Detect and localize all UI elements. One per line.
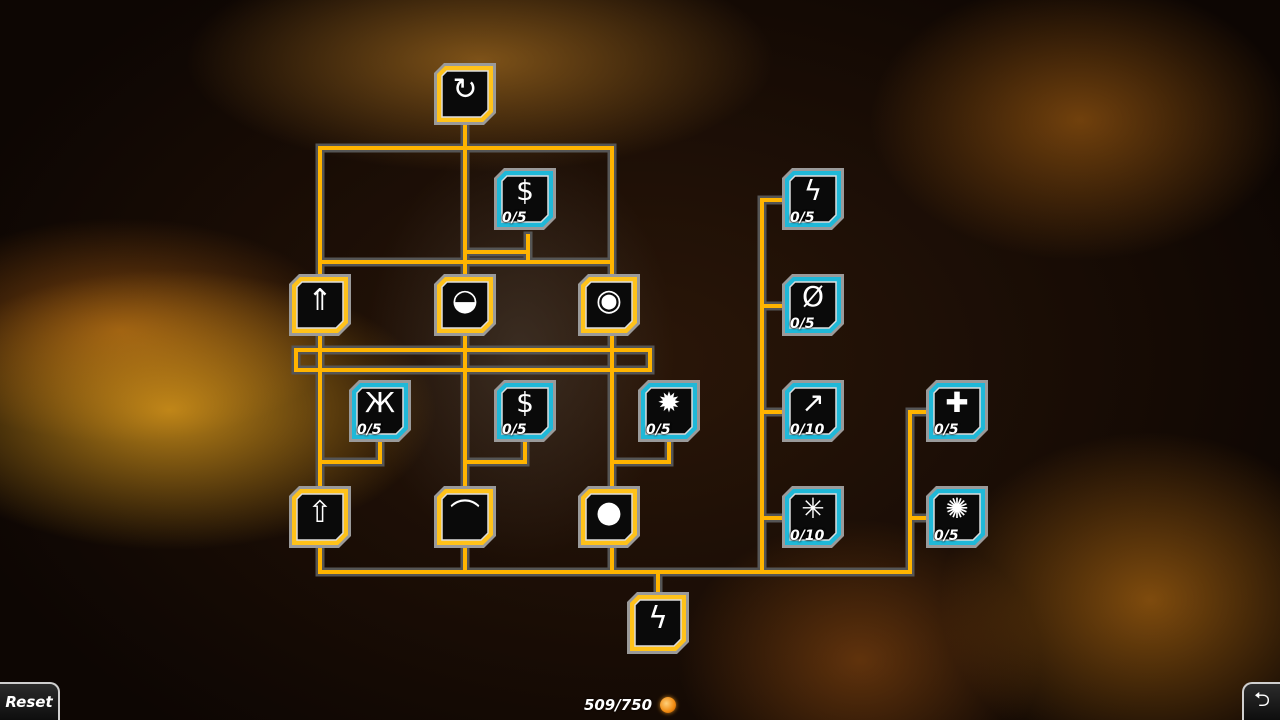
skill-node-economy-dish[interactable]: $0/5 (492, 166, 558, 232)
node-frame (289, 274, 351, 336)
node-frame (782, 486, 844, 548)
node-level-count: 0/5 (790, 210, 815, 226)
reset-button[interactable]: Reset (0, 682, 60, 720)
rotating-dish-icon: ↻ (452, 71, 478, 107)
return-arrow-icon: ⮌ (1253, 687, 1271, 711)
skill-node-lightning-circle[interactable]: Ø 0/5 (780, 272, 846, 338)
skill-node-lightning-timer[interactable]: ϟ 0/5 (780, 166, 846, 232)
bomb-dish-icon: ◉ (595, 282, 623, 318)
node-frame (578, 486, 640, 548)
claw-icon: Ж (364, 385, 396, 419)
node-level-count: 0/5 (790, 316, 815, 332)
shield-burst-icon: ✺ (945, 491, 969, 525)
node-frame (782, 168, 844, 230)
skill-node-bomb-dish[interactable]: ◉ (576, 272, 642, 338)
lightning-boost-icon: ↗ (801, 385, 825, 419)
node-frame (926, 380, 988, 442)
node-level-count: 0/5 (502, 422, 527, 438)
skill-node-shield-burst[interactable]: ✺ 0/5 (924, 484, 990, 550)
skill-node-lightning-burst[interactable]: ✳ 0/10 (780, 484, 846, 550)
skill-node-money-upgrade[interactable]: $0/5 (492, 378, 558, 444)
lightning-icon: ϟ (648, 600, 668, 636)
skill-node-rainbow-dish[interactable]: ◒ (432, 272, 498, 338)
node-frame (782, 274, 844, 336)
health-timer-icon: ✚ (945, 385, 969, 419)
node-level-count: 0/5 (646, 422, 671, 438)
lightning-circle-icon: Ø (801, 279, 825, 313)
rainbow-dish-icon: ◒ (451, 282, 479, 318)
points-display: 509/750 (560, 694, 700, 716)
node-level-count: 0/5 (357, 422, 382, 438)
skill-node-lightning-boost[interactable]: ↗ 0/10 (780, 378, 846, 444)
lightning-timer-icon: ϟ (803, 173, 823, 207)
node-frame (627, 592, 689, 654)
node-frame (289, 486, 351, 548)
skill-node-tool-upgrade[interactable]: Ж 0/5 (347, 378, 413, 444)
node-frame (494, 380, 556, 442)
skill-node-top-core[interactable]: ↻ (432, 61, 498, 127)
skill-node-virus-upgrade[interactable]: ✹ 0/5 (636, 378, 702, 444)
node-frame (434, 486, 496, 548)
node-level-count: 0/5 (934, 422, 959, 438)
skill-node-rocket-dish[interactable]: ⇑ (287, 272, 353, 338)
skill-node-rocket[interactable]: ⇧ (287, 484, 353, 550)
rainbow-icon: ⌒ (450, 498, 480, 533)
skill-node-rainbow[interactable]: ⌒ (432, 484, 498, 550)
node-frame (638, 380, 700, 442)
skill-node-bomb[interactable]: ● (576, 484, 642, 550)
rocket-icon: ⇧ (307, 494, 333, 530)
lightning-burst-icon: ✳ (801, 491, 825, 525)
node-level-count: 0/5 (934, 528, 959, 544)
orb-icon (660, 697, 677, 713)
node-level-count: 0/10 (790, 422, 825, 438)
back-button[interactable]: ⮌ (1242, 682, 1280, 720)
rocket-dish-icon: ⇑ (307, 282, 333, 318)
node-frame (926, 486, 988, 548)
node-frame (434, 274, 496, 336)
node-frame (349, 380, 411, 442)
skill-node-health-timer[interactable]: ✚ 0/5 (924, 378, 990, 444)
node-level-count: 0/10 (790, 528, 825, 544)
node-frame (782, 380, 844, 442)
points-text: 509/750 (583, 696, 653, 714)
skill-node-root-lightning[interactable]: ϟ (625, 590, 691, 656)
node-frame (578, 274, 640, 336)
virus-icon: ✹ (657, 385, 681, 419)
node-level-count: 0/5 (502, 210, 527, 226)
node-frame (494, 168, 556, 230)
dollar-rainbow-icon: $ (516, 385, 534, 419)
node-frame (434, 63, 496, 125)
bomb-icon: ● (595, 494, 623, 530)
dollar-dish-icon: $ (516, 173, 534, 207)
